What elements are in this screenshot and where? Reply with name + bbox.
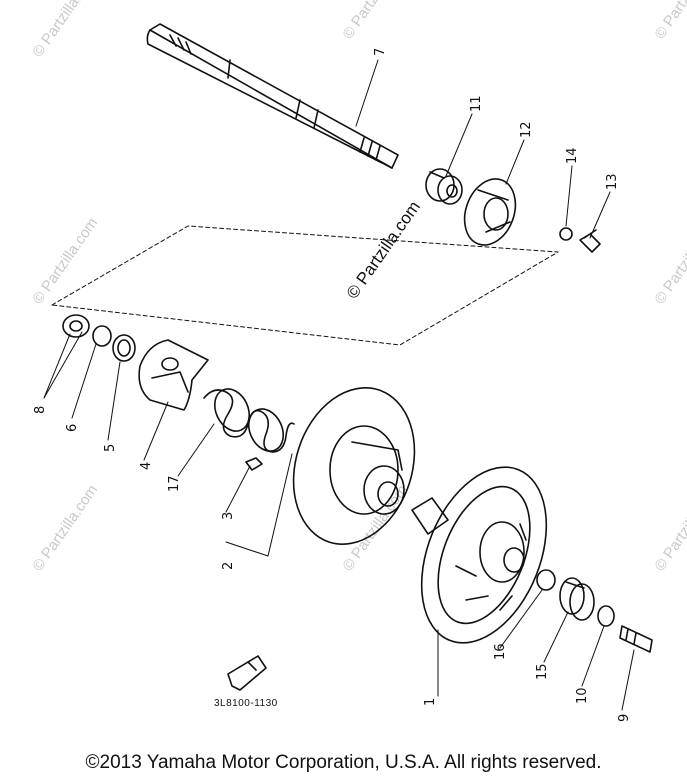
callout-8: 8	[33, 406, 48, 414]
callout-5: 5	[103, 444, 118, 452]
part-code-label: 3L8100-1130	[214, 698, 278, 709]
assembly-boundary	[51, 225, 559, 346]
callout-7: 7	[373, 48, 388, 56]
spring-small-part	[559, 577, 595, 621]
callout-1: 1	[423, 698, 438, 706]
spring-part	[203, 388, 295, 453]
watermark-text: © Partzilla.com	[29, 215, 101, 308]
copyright-footer: ©2013 Yamaha Motor Corporation, U.S.A. A…	[85, 752, 602, 773]
front-arrow-icon	[227, 655, 267, 691]
callout-11: 11	[469, 95, 484, 112]
bolt-part	[579, 229, 601, 253]
leader-lines	[43, 59, 635, 711]
callout-6: 6	[65, 424, 80, 432]
callout-3: 3	[221, 512, 236, 520]
watermark-text: © Partzilla.com	[651, 215, 687, 308]
callout-17: 17	[167, 475, 182, 492]
callout-15: 15	[535, 663, 550, 680]
washer-stack	[62, 314, 136, 362]
cam-part	[138, 339, 209, 411]
watermark-text: © Partzilla.com	[29, 0, 101, 60]
watermark-text: © Partzilla.com	[339, 0, 411, 42]
watermark-main: © Partzilla.com	[343, 198, 424, 303]
callout-16: 16	[493, 643, 508, 660]
slider-part	[245, 457, 263, 471]
watermark-layer: © Partzilla.com © Partzilla.com © Partzi…	[29, 0, 687, 574]
movable-sheave-part	[292, 387, 416, 545]
washer-part	[559, 227, 573, 241]
shaft-part	[146, 23, 399, 169]
bearing-part	[425, 168, 463, 205]
collar-part	[536, 569, 556, 591]
callout-layer: 1 2 3 4 5 6 7 8 9 10 11 12 13 14 15 16 1…	[33, 48, 632, 722]
callout-4: 4	[139, 462, 154, 470]
callout-9: 9	[617, 714, 632, 722]
callout-12: 12	[519, 121, 534, 138]
bolt-part	[619, 625, 653, 653]
watermark-text: © Partzilla.com	[651, 482, 687, 575]
callout-2: 2	[221, 562, 236, 570]
watermark-text: © Partzilla.com	[29, 482, 101, 575]
watermark-text: © Partzilla.com	[651, 0, 687, 42]
callout-10: 10	[575, 687, 590, 704]
watermark-text: © Partzilla.com	[339, 482, 411, 575]
callout-13: 13	[605, 173, 620, 190]
flange-part	[463, 178, 517, 246]
fixed-sheave-part	[411, 466, 548, 644]
washer-part	[597, 605, 615, 627]
callout-14: 14	[565, 147, 580, 164]
